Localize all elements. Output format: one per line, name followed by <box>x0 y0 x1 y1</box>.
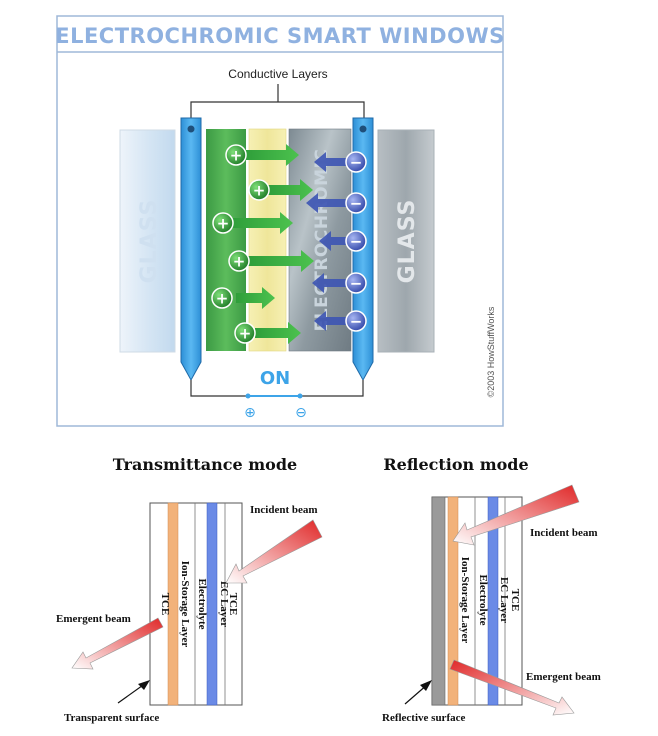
positive-ion <box>211 287 233 309</box>
reflection-title: Reflection mode <box>383 455 528 474</box>
electron-arrow <box>312 273 350 293</box>
positive-ion <box>228 250 250 272</box>
positive-terminal-icon: ⊕ <box>244 405 256 421</box>
positive-ions: + + + + + + <box>211 144 270 344</box>
electron-arrow <box>306 193 350 213</box>
ec-layer-strip <box>206 502 218 706</box>
plus-sign: + <box>253 182 266 200</box>
ec-layer-strip <box>487 496 499 706</box>
ec-layer-label: EC Layer <box>498 577 510 623</box>
electrolyte-layer <box>248 128 287 352</box>
emergent-beam-arrow <box>71 617 164 670</box>
emergent-beam-label: Emergent beam <box>56 613 131 625</box>
electron-arrows <box>306 152 350 331</box>
ion-storage-strip <box>167 502 179 706</box>
negative-charges: − − − − − <box>345 151 367 332</box>
ion-arrow <box>236 287 275 309</box>
plus-sign: + <box>233 253 246 271</box>
electrode-left <box>180 117 202 382</box>
positive-ion <box>212 212 234 234</box>
glass-right-label: GLASS <box>395 199 420 284</box>
ion-arrow <box>248 250 314 272</box>
negative-charge <box>345 310 367 332</box>
glass-pane-left <box>119 129 176 353</box>
positive-ion <box>248 179 270 201</box>
surface-pointer-head <box>138 680 150 690</box>
minus-sign: − <box>350 275 363 293</box>
incident-beam-label: Incident beam <box>530 527 598 539</box>
on-label: ON <box>260 368 290 389</box>
electron-arrow <box>314 311 350 331</box>
positive-ion <box>234 322 256 344</box>
ion-storage-strip <box>447 496 459 706</box>
reflective-surface-label: Reflective surface <box>382 712 465 724</box>
negative-terminal-icon: ⊖ <box>295 405 307 421</box>
tce-label: TCE <box>159 593 171 616</box>
plus-sign: + <box>216 290 229 308</box>
ion-arrow <box>268 179 313 201</box>
top-panel: ELECTROCHROMIC SMART WINDOWS Conductive … <box>55 15 505 427</box>
minus-sign: − <box>350 313 363 331</box>
transparent-surface-label: Transparent surface <box>64 712 159 724</box>
electrolyte-label: Electrolyte <box>477 574 489 625</box>
ion-arrow <box>232 212 293 234</box>
electrode-left-contact <box>187 125 195 133</box>
minus-sign: − <box>350 233 363 251</box>
minus-sign: − <box>350 195 363 213</box>
transmittance-title: Transmittance mode <box>113 455 297 474</box>
ion-arrow <box>245 144 299 166</box>
minus-sign: − <box>350 154 363 172</box>
negative-charge <box>345 192 367 214</box>
ec-layer-label: EC Layer <box>218 581 230 627</box>
glass-pane-right <box>377 129 435 353</box>
tce-label: TCE <box>227 593 239 616</box>
switch-node <box>245 393 251 399</box>
emergent-beam-arrow <box>449 659 575 716</box>
plus-sign: + <box>239 325 252 343</box>
tce-label: TCE <box>509 589 521 612</box>
electron-arrow <box>319 231 350 251</box>
negative-charge <box>345 272 367 294</box>
electrode-right-contact <box>359 125 367 133</box>
emergent-beam-label: Emergent beam <box>526 671 601 683</box>
conductive-layers-label: Conductive Layers <box>228 67 327 81</box>
reflective-backing <box>431 496 446 706</box>
incident-beam-arrow <box>225 519 323 584</box>
copyright-note: ©2003 HowStuffWorks <box>486 306 496 397</box>
ion-arrows <box>232 144 314 344</box>
banner-title: ELECTROCHROMIC SMART WINDOWS <box>55 24 505 48</box>
transmittance-stack <box>149 502 243 706</box>
electrolyte-label: Electrolyte <box>196 578 208 629</box>
negative-charge <box>345 151 367 173</box>
reflection-diagram: Reflection mode Ion-Storage Layer Electr… <box>382 455 601 724</box>
switch-node <box>297 393 303 399</box>
glass-left-label: GLASS <box>137 199 162 284</box>
surface-pointer-head <box>420 680 432 691</box>
negative-charge <box>345 230 367 252</box>
ion-storage-label: Ion-Storage Layer <box>459 557 471 644</box>
incident-beam-arrow <box>452 484 580 546</box>
electron-arrow <box>314 152 350 172</box>
ion-storage-label: Ion-Storage Layer <box>179 561 191 648</box>
ion-storage-layer <box>206 129 246 351</box>
ion-arrow <box>255 322 301 344</box>
plus-sign: + <box>217 215 230 233</box>
positive-ion <box>225 144 247 166</box>
plus-sign: + <box>230 147 243 165</box>
transmittance-diagram: Transmittance mode TCE Ion-Storage Layer… <box>56 455 323 724</box>
incident-beam-label: Incident beam <box>250 504 318 516</box>
